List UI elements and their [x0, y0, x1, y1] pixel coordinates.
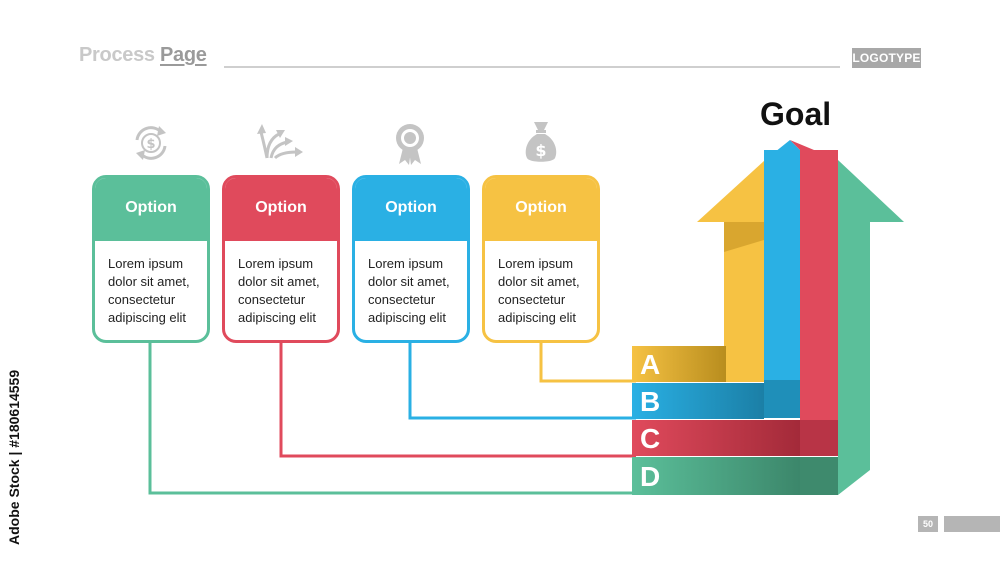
option-card-2: Option Lorem ipsum dolor sit amet, conse…: [222, 175, 340, 343]
option-card-title: Option: [225, 178, 337, 241]
option-card-title: Option: [485, 178, 597, 241]
arrow-head-yellow: [697, 160, 765, 222]
connector-line-b: [408, 343, 636, 420]
header-divider: [224, 66, 840, 68]
shaft-green: [838, 222, 870, 495]
shaft-yellow-shadow: [724, 222, 764, 252]
money-bag-icon: $: [525, 122, 557, 162]
band-letter-c: C: [640, 423, 661, 454]
card-text-line: consectetur: [238, 292, 306, 307]
stock-id-text: Adobe Stock | #180614559: [6, 369, 22, 545]
card-text-line: adipiscing elit: [238, 310, 317, 325]
arrow-head-green: [838, 160, 904, 222]
title-strong-text: Page: [160, 44, 207, 66]
card-text-line: Lorem ipsum: [238, 256, 314, 271]
card-text-line: dolor sit amet,: [238, 274, 320, 289]
connector-line-c: [279, 343, 636, 458]
option-card-title: Option: [95, 178, 207, 241]
logotype-badge: LOGOTYPE: [852, 48, 921, 68]
option-card-4: Option Lorem ipsum dolor sit amet, conse…: [482, 175, 600, 343]
card-text-line: consectetur: [498, 292, 566, 307]
card-text-line: dolor sit amet,: [368, 274, 450, 289]
option-card-text: Lorem ipsum dolor sit amet, consectetur …: [95, 241, 207, 327]
card-text-line: adipiscing elit: [498, 310, 577, 325]
option-card-text: Lorem ipsum dolor sit amet, consectetur …: [225, 241, 337, 327]
option-card-text: Lorem ipsum dolor sit amet, consectetur …: [355, 241, 467, 327]
option-card-title: Option: [355, 178, 467, 241]
page-number-bar: [944, 516, 1000, 532]
dollar-cycle-icon: $: [135, 126, 167, 160]
card-text-line: adipiscing elit: [108, 310, 187, 325]
band-letter-a: A: [640, 349, 661, 380]
band-b: [632, 383, 764, 419]
band-c: [632, 420, 800, 456]
card-text-line: Lorem ipsum: [498, 256, 574, 271]
title-light-text: Process: [79, 44, 160, 66]
shaft-blue: [764, 150, 800, 418]
option-card-1: Option Lorem ipsum dolor sit amet, conse…: [92, 175, 210, 343]
page-number: 50: [918, 516, 938, 532]
band-d-fold: [800, 457, 838, 495]
band-a: [632, 346, 726, 382]
split-arrows-icon: [257, 124, 303, 160]
band-letter-b: B: [640, 386, 661, 417]
option-card-3: Option Lorem ipsum dolor sit amet, conse…: [352, 175, 470, 343]
card-text-line: Lorem ipsum: [108, 256, 184, 271]
band-letter-d: D: [640, 461, 661, 492]
award-medal-icon: [396, 124, 424, 165]
card-text-line: Lorem ipsum: [368, 256, 444, 271]
svg-text:$: $: [146, 137, 155, 152]
connector-line-a: [539, 343, 636, 383]
shaft-red-shadow: [800, 420, 838, 456]
card-text-line: adipiscing elit: [368, 310, 447, 325]
card-text-line: consectetur: [368, 292, 436, 307]
svg-text:$: $: [535, 141, 546, 160]
page-title: Process Page: [79, 44, 207, 67]
card-text-line: consectetur: [108, 292, 176, 307]
card-text-line: dolor sit amet,: [108, 274, 190, 289]
shaft-red: [800, 150, 838, 456]
goal-label: Goal: [760, 96, 832, 132]
shaft-blue-shadow: [764, 380, 800, 418]
card-text-line: dolor sit amet,: [498, 274, 580, 289]
option-card-text: Lorem ipsum dolor sit amet, consectetur …: [485, 241, 597, 327]
connector-line-d: [148, 343, 636, 495]
